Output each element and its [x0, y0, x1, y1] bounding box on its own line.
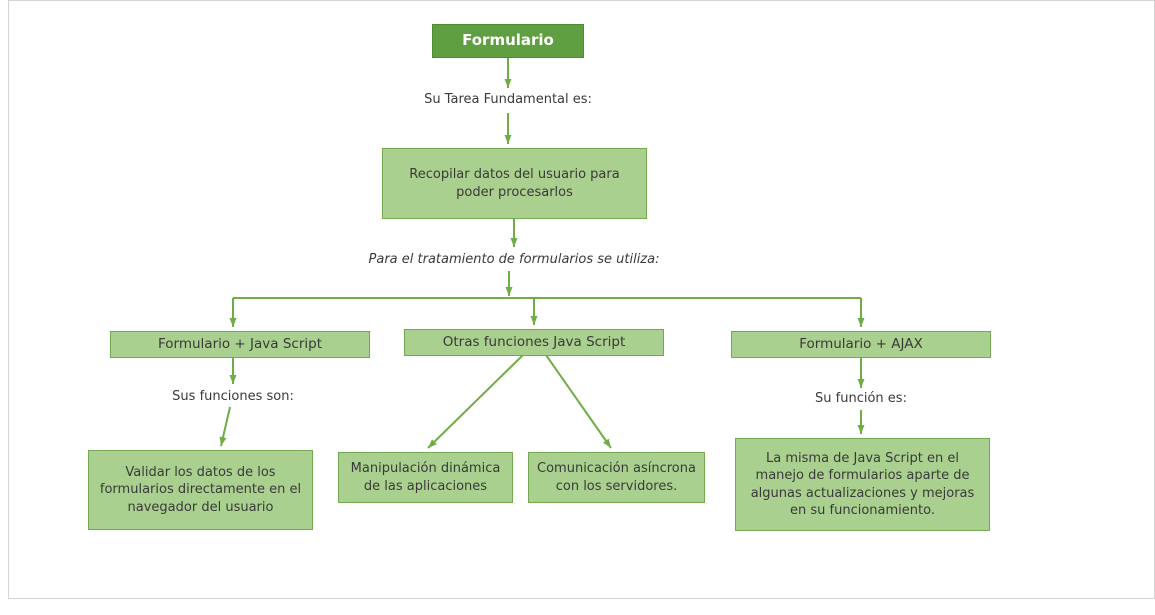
branch-title-formulario-ajax: Formulario + AJAX: [731, 331, 991, 358]
arrow-middle-to-detail-1: [427, 354, 524, 449]
right-branch-detail-box: La misma de Java Script en el manejo de …: [735, 438, 990, 531]
split-caption: Para el tratamiento de formularios se ut…: [368, 252, 660, 267]
right-branch-caption: Su función es:: [815, 391, 907, 406]
branch-title-formulario-javascript: Formulario + Java Script: [110, 331, 370, 358]
task-box: Recopilar datos del usuario para poder p…: [382, 148, 647, 219]
branch-title-otras-funciones: Otras funciones Java Script: [404, 329, 664, 356]
middle-branch-detail-box-2: Comunicación asíncrona con los servidore…: [528, 452, 705, 503]
left-branch-detail-box: Validar los datos de los formularios dir…: [88, 450, 313, 530]
middle-branch-detail-box-1: Manipulación dinámica de las aplicacione…: [338, 452, 513, 503]
root-box-formulario: Formulario: [432, 24, 584, 58]
arrow-left-caption-to-detail: [219, 406, 231, 447]
arrow-middle-to-detail-2: [545, 354, 612, 449]
task-caption: Su Tarea Fundamental es:: [424, 92, 592, 107]
left-branch-caption: Sus funciones son:: [172, 389, 294, 404]
